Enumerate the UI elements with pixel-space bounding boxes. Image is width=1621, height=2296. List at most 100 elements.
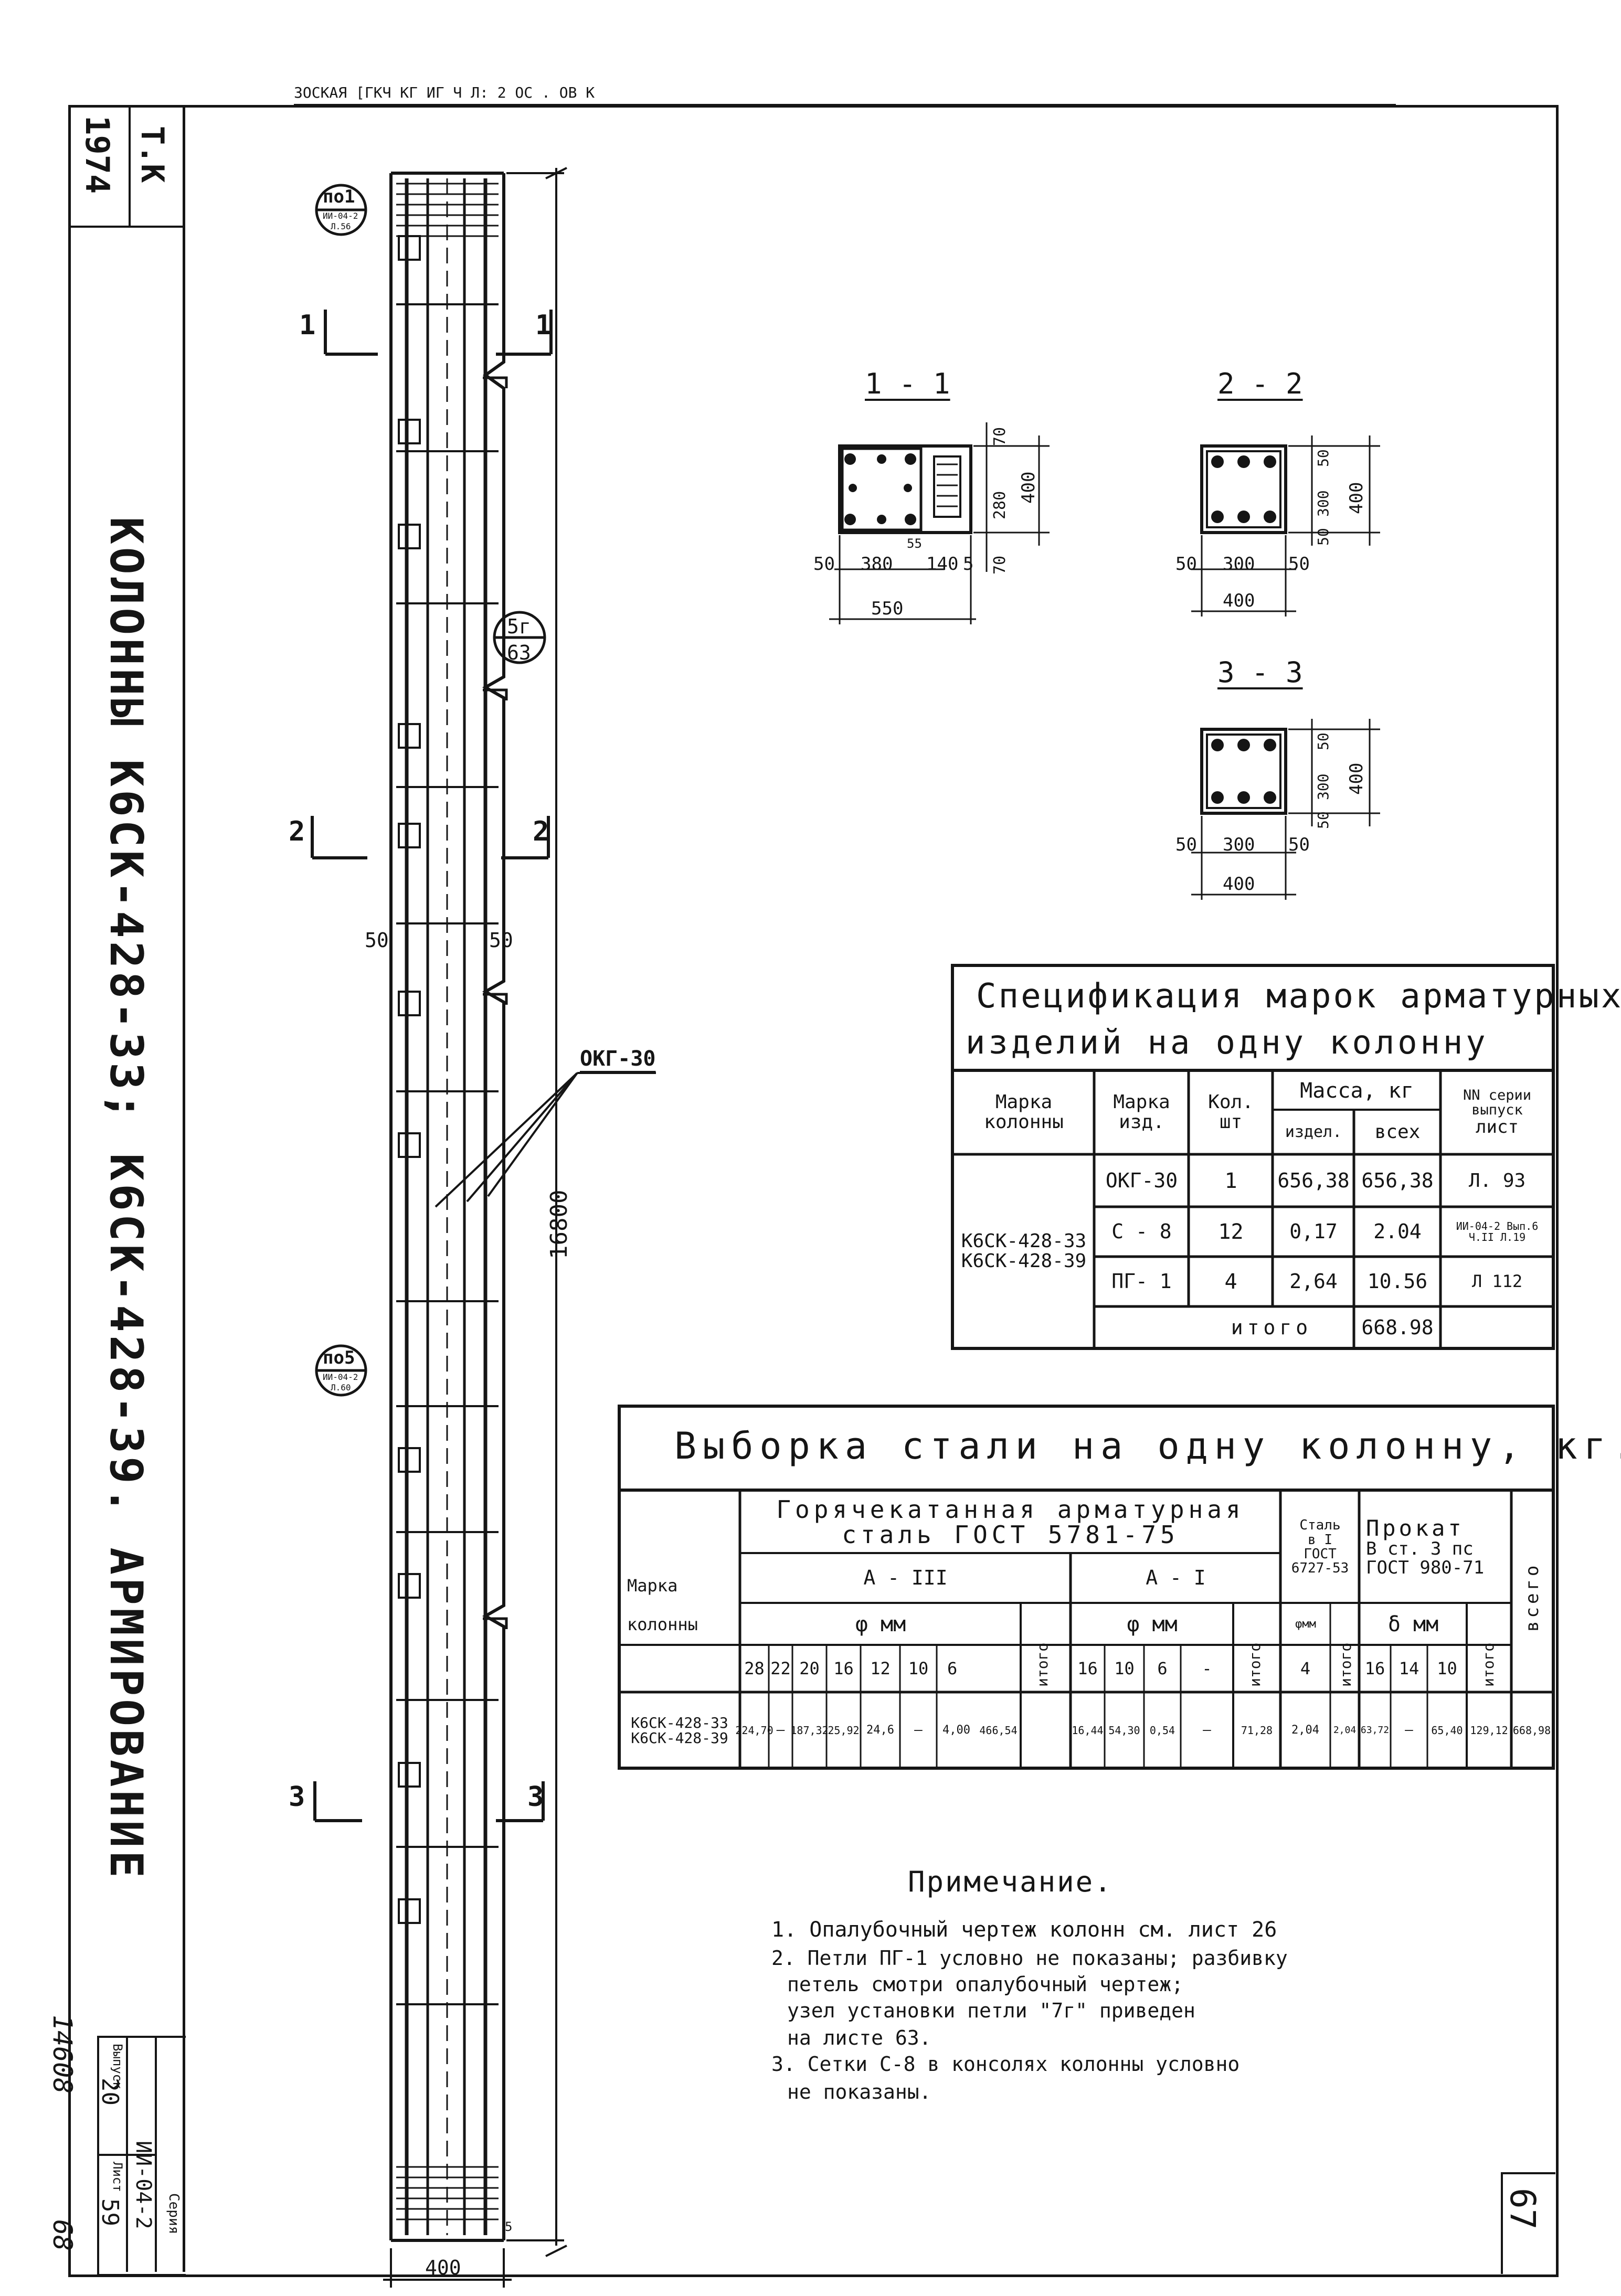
steel-h-prokat-2: В ст. 3 пс [1366,1538,1474,1560]
spec-row-1-qty: 1 [1224,1169,1237,1193]
steel-h-steel-3: ГОСТ [1304,1546,1337,1562]
steel-d-a1-0: 16 [1077,1658,1098,1678]
steel-v-a1-0: 16,44 [1072,1724,1104,1737]
s33-dim-50a: 50 [1175,834,1197,855]
steel-d-a3-6: 6 [947,1658,958,1678]
steel-h-phi-1: φ мм [855,1612,906,1636]
steel-d-a3-4: 12 [870,1658,891,1678]
spec-h-ref: NN серии выпуск лист [1442,1073,1552,1152]
spec-row-2-mass: 0,17 [1289,1220,1338,1243]
title-strip-divider [183,105,185,2272]
steel-d-a3-0: 28 [744,1658,765,1678]
spec-h-ref-1: NN серии [1463,1087,1532,1103]
spec-h-mark-item-2: изд. [1119,1111,1164,1133]
spec-row-3-ref: Л 112 [1471,1271,1523,1292]
series-box [97,2036,186,2276]
callout-5g-top: 5г [507,615,531,638]
steel-row-mark-2: К6СК-428-39 [631,1729,728,1747]
note-2d: на листе 63. [787,2026,931,2049]
spec-title-line1: Спецификация марок арматурных [976,977,1621,1016]
steel-h-steel-1: Сталь [1299,1517,1341,1534]
steel-h-mark-1: Марка [627,1576,678,1596]
s11-dim-50: 50 [813,554,835,575]
spec-col-mark-1: К6СК-428-33 [961,1230,1087,1252]
note-1: 1. Опалубочный чертеж колонн см. лист 26 [771,1918,1277,1942]
s11-dim-380: 380 [861,554,893,575]
cut-label-3-left: 3 [289,1781,305,1813]
section-2-2-title: 2 - 2 [1217,367,1303,400]
s22-dim-400w: 400 [1223,590,1255,611]
steel-d-a3-5: 10 [908,1658,929,1678]
spec-row-1-total: 656,38 [1361,1169,1434,1193]
steel-h-prokat-3: ГОСТ 980-71 [1366,1557,1485,1579]
steel-h-steel-2: в I [1308,1532,1332,1548]
spec-total-value: 668.98 [1361,1315,1434,1339]
steel-d-a1-2: 6 [1157,1658,1168,1678]
steel-h-itogo-b: итого [1337,1642,1354,1687]
spec-h-qty-2: шт [1219,1111,1243,1133]
callout-top-sheet: Л.56 [331,221,351,231]
series-box-divider-2 [155,2036,157,2272]
steel-v-a1-3: — [1203,1722,1211,1738]
cut-label-1-left: 1 [299,310,316,341]
dim-right-50: 50 [489,929,513,952]
steel-h-a1: А - I [1146,1566,1206,1590]
dim-left-50: 50 [365,929,389,952]
steel-d-a1-1: 10 [1114,1658,1135,1678]
steel-h-hot-2: сталь ГОСТ 5781-75 [842,1521,1179,1549]
callout-mid-sub: ИИ-04-2 [323,1372,358,1382]
steel-v-a3-0: 224,70 [735,1724,774,1737]
s22-dim-300: 300 [1223,554,1255,575]
steel-v-a1-1: 54,30 [1108,1724,1140,1737]
spec-col-mark: К6СК-428-33 К6СК-428-39 [955,1157,1093,1346]
steel-v-p-0: 63,72 [1360,1724,1390,1736]
spec-row-2-item: С - 8 [1111,1220,1172,1243]
steel-v-a3-6: 4,00 [942,1724,970,1737]
steel-h-mark-2: колонны [627,1614,698,1634]
spec-h-mass-all: всех [1374,1121,1421,1143]
steel-h-steel-4: 6727-53 [1291,1560,1349,1577]
steel-row-mark-1: К6СК-428-33 [631,1714,728,1731]
steel-title: Выборка стали на одну колонну, кг. [674,1425,1621,1468]
spec-h-mark-item: Марка изд. [1096,1073,1188,1152]
steel-h-itogo-p: итого [1480,1642,1497,1687]
spec-h-mark-col-2: колонны [984,1111,1064,1133]
steel-d-a3-2: 20 [799,1658,820,1678]
cut-label-1-right: 1 [535,310,552,341]
callout-5g-bottom: 63 [507,641,531,664]
steel-h-itogo-a3: итого [1034,1642,1051,1687]
callout-top-main: по1 [323,186,355,207]
steel-h-prokat: Прокат В ст. 3 пс ГОСТ 980-71 [1361,1493,1510,1602]
s11-dim-55: 55 [907,536,922,551]
spec-row-3-item: ПГ- 1 [1111,1270,1172,1293]
steel-v-a3-3: 25,92 [828,1724,860,1737]
steel-v-a3-4: 24,6 [866,1724,894,1737]
steel-h-hot-1: Горячекатанная арматурная [776,1495,1245,1524]
cut-label-3-right: 3 [527,1781,544,1813]
spec-row-2-total: 2.04 [1373,1220,1422,1243]
note-2a: 2. Петли ПГ-1 условно не показаны; разби… [771,1947,1288,1970]
steel-h-delta: δ мм [1387,1612,1439,1636]
spec-h-mark-item-1: Марка [1113,1091,1170,1113]
notes-title: Примечание. [908,1865,1113,1898]
steel-h-phi-3: φмм [1295,1617,1316,1631]
steel-d-b-0: 4 [1300,1658,1311,1678]
steel-v-p-2: 65,40 [1431,1724,1463,1737]
steel-v-a3-5: — [914,1722,923,1738]
spec-row-1-item: ОКГ-30 [1105,1169,1178,1193]
spec-h-mark-col: Марка колонны [955,1073,1093,1152]
steel-v-a3-2: 187,32 [790,1724,829,1737]
spec-h-ref-3: лист [1476,1116,1519,1138]
s22-dim-50a: 50 [1175,554,1197,575]
note-3b: не показаны. [787,2080,931,2103]
page-number-box [1501,2172,1555,2274]
steel-h-phi-2: φ мм [1127,1612,1178,1636]
spec-row-2-ref: ИИ-04-2 Вып.6 Ч.II Л.19 [1456,1220,1539,1243]
spec-row-3-total: 10.56 [1367,1270,1428,1293]
section-3-3-title: 3 - 3 [1217,656,1303,689]
dim-bottom-small: 5 [505,2219,513,2234]
spec-h-mass: Масса, кг [1300,1079,1414,1103]
year-divider [68,226,184,228]
